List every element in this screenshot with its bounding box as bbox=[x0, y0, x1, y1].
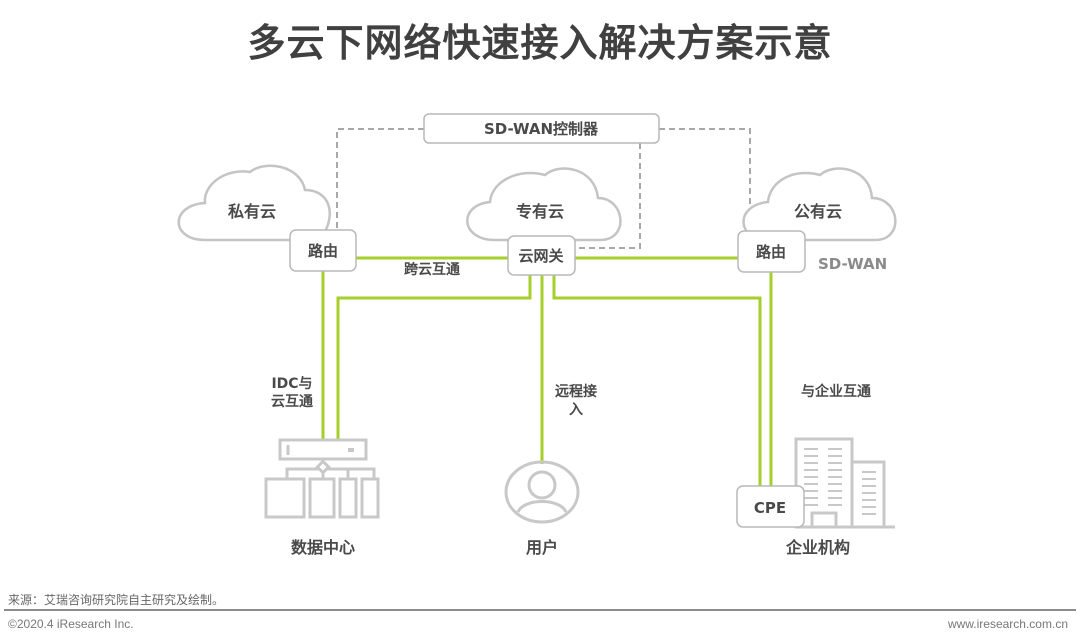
router-private-label: 路由 bbox=[308, 242, 338, 260]
cloud-private-label: 私有云 bbox=[228, 202, 276, 221]
cloud-public-label: 公有云 bbox=[794, 202, 842, 221]
footer-divider bbox=[4, 609, 1076, 611]
enterprise-label: 企业机构 bbox=[785, 538, 850, 557]
green-links bbox=[321, 256, 773, 486]
link-gateway-to-enterprise bbox=[552, 271, 762, 486]
controller-dashed-links bbox=[336, 128, 751, 249]
datacenter-icon bbox=[264, 438, 380, 519]
cloud-private-shape bbox=[177, 164, 331, 242]
building-icon bbox=[794, 437, 895, 529]
router-private[interactable]: 路由 bbox=[289, 229, 357, 272]
router-public-label: 路由 bbox=[756, 243, 786, 261]
sdwan-tag: SD-WAN bbox=[818, 255, 887, 273]
cross-cloud-label: 跨云互通 bbox=[404, 262, 460, 278]
cloud-public-shape bbox=[742, 167, 897, 242]
user-label: 用户 bbox=[526, 538, 558, 557]
remote-label-line1: 远程接 bbox=[555, 383, 597, 400]
network-diagram: 私有云 专有云 公有云 SD-WAN控制器 路由 云网关 路由 SD-WAN 跨… bbox=[177, 113, 897, 557]
cloud-gateway-label: 云网关 bbox=[518, 247, 563, 265]
cloud-public: 公有云 bbox=[742, 167, 897, 242]
user-icon bbox=[504, 460, 580, 524]
router-public[interactable]: 路由 bbox=[737, 230, 806, 273]
remote-label-line2: 入 bbox=[569, 402, 583, 418]
cloud-dedicated-label: 专有云 bbox=[516, 202, 564, 221]
source-note: 来源：艾瑞咨询研究院自主研究及绘制。 bbox=[8, 593, 225, 607]
cloud-dedicated-shape bbox=[466, 167, 622, 242]
website-link[interactable]: www.iresearch.com.cn bbox=[947, 617, 1068, 631]
page-title: 多云下网络快速接入解决方案示意 bbox=[247, 21, 833, 65]
cpe-box[interactable]: CPE bbox=[736, 485, 805, 528]
enterprise-link-label: 与企业互通 bbox=[801, 383, 871, 400]
cpe-label: CPE bbox=[754, 499, 786, 517]
copyright: ©2020.4 iResearch Inc. bbox=[8, 617, 134, 631]
idc-label-line2: 云互通 bbox=[271, 394, 313, 410]
cloud-dedicated: 专有云 bbox=[466, 167, 622, 242]
cloud-private: 私有云 bbox=[177, 164, 331, 242]
datacenter-label: 数据中心 bbox=[291, 538, 355, 557]
sdwan-controller[interactable]: SD-WAN控制器 bbox=[423, 113, 660, 144]
controller-link-private bbox=[336, 128, 424, 232]
idc-label-line1: IDC与 bbox=[271, 376, 312, 392]
link-gateway-to-idc bbox=[336, 271, 532, 440]
controller-link-dedicated bbox=[574, 143, 641, 249]
cloud-gateway[interactable]: 云网关 bbox=[507, 235, 576, 276]
sdwan-controller-label: SD-WAN控制器 bbox=[484, 120, 599, 138]
controller-link-public bbox=[659, 128, 751, 232]
